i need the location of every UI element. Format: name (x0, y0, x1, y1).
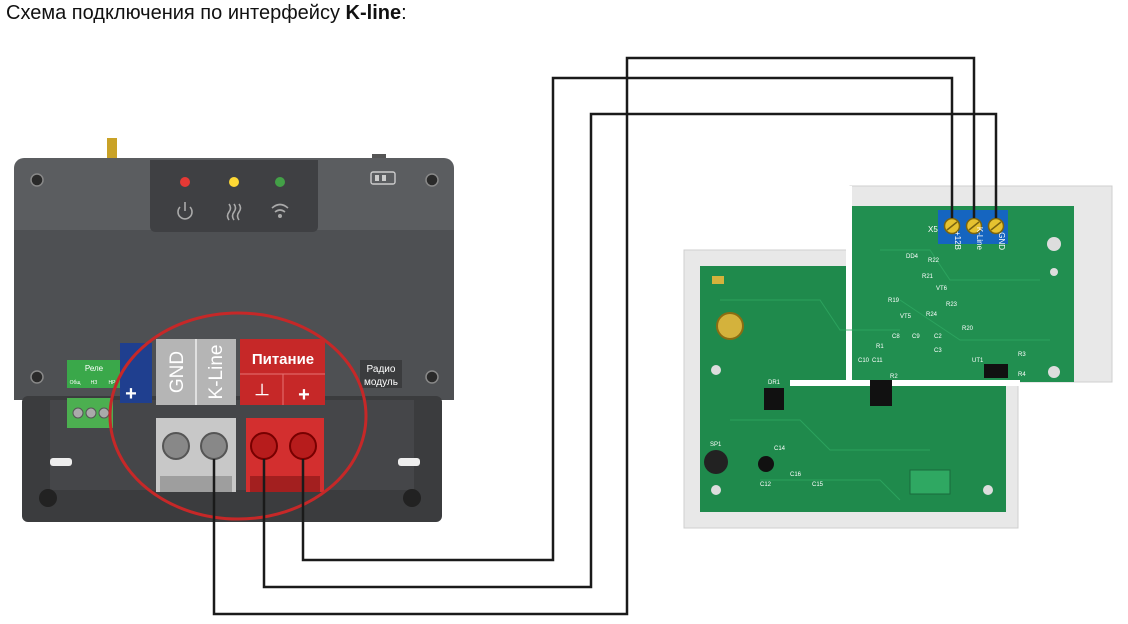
gnd-screw (162, 432, 190, 460)
pin-label-kline: K-Line (975, 227, 984, 251)
controller-device: Реле Общ НЗ НР + GND K-Line Питание ┴ + … (14, 138, 454, 522)
component-label: VT6 (936, 286, 948, 292)
component-label: VT5 (900, 314, 912, 320)
component-label: C8 (892, 334, 900, 340)
screw-icon (30, 173, 44, 187)
component-label: R4 (1018, 372, 1026, 378)
chip-icon (764, 388, 784, 410)
component-label: C2 (934, 334, 942, 340)
wire-kline (212, 56, 976, 616)
buzzer-icon (704, 450, 728, 474)
battery-icon (370, 171, 396, 185)
slot-right (398, 458, 420, 466)
radio-label-2: модуль (364, 377, 398, 388)
red-led (180, 177, 190, 187)
screw-icon (425, 173, 439, 187)
component-label: C11 (872, 358, 883, 364)
relay-label-box (67, 360, 121, 388)
pin-label-gnd: GND (997, 232, 1006, 250)
slot-left (50, 458, 72, 466)
highlight-ring (108, 311, 368, 521)
component-label: R23 (946, 302, 958, 308)
title-bold: K-line (345, 2, 402, 24)
relay-label: Реле (85, 364, 104, 373)
component-label: C12 (760, 482, 772, 488)
chip-icon (870, 380, 892, 406)
component-label: R22 (928, 258, 940, 264)
led-panel (150, 160, 318, 232)
foot-left (39, 489, 57, 507)
component-label: DD4 (906, 254, 919, 260)
connector-label: X5 (928, 225, 938, 234)
wire-gnd (262, 112, 998, 589)
power-plus-screw (289, 432, 317, 460)
component-label: R21 (922, 274, 934, 280)
component-label: R19 (888, 298, 900, 304)
relay-pin-label: Общ (70, 380, 81, 386)
power-icon (177, 202, 193, 220)
foot-right (403, 489, 421, 507)
relay-pin-label: НР (109, 380, 117, 386)
mount-hole (1047, 237, 1061, 251)
component-label: SP1 (710, 442, 722, 448)
screws (30, 173, 439, 384)
green-led (275, 177, 285, 187)
component-label: C9 (912, 334, 920, 340)
wifi-icon (271, 203, 289, 219)
wires (212, 56, 998, 616)
power-ground-screw (250, 432, 278, 460)
antenna-icon (107, 138, 117, 162)
connector-pad (909, 469, 951, 495)
plus-label: + (125, 383, 137, 405)
chip-icon (984, 364, 1008, 378)
screw-icon (425, 370, 439, 384)
battery-cell-icon (716, 312, 744, 340)
radio-module-box (360, 360, 402, 388)
component-label: R1 (876, 344, 884, 350)
component-label: C16 (790, 472, 802, 478)
kline-screw (200, 432, 228, 460)
component-label: UT1 (972, 358, 984, 364)
power-plus-label: + (298, 384, 310, 406)
power-ground-label: ┴ (255, 383, 269, 404)
kline-label: K-Line (206, 345, 227, 400)
component-label: C10 (858, 358, 870, 364)
component-label: C15 (812, 482, 824, 488)
diagram-title: Схема подключения по интерфейсу K-line: (6, 2, 407, 25)
component-label: R3 (1018, 352, 1026, 358)
capacitor-icon (758, 456, 774, 472)
pin-label-12v: +12В (953, 231, 962, 250)
component-label: C14 (774, 446, 786, 452)
yellow-led (229, 177, 239, 187)
component-label: C3 (934, 348, 942, 354)
component-label: DR1 (768, 380, 781, 386)
component-label: R24 (926, 312, 938, 318)
heating-icon (226, 203, 242, 221)
relay-pin-label: НЗ (91, 380, 98, 386)
gnd-label: GND (167, 351, 188, 393)
screw-icon (30, 370, 44, 384)
power-label: Питание (252, 351, 314, 368)
title-prefix: Схема подключения по интерфейсу (6, 2, 346, 24)
radio-label-1: Радио (367, 364, 396, 375)
component-label: R20 (962, 326, 974, 332)
component-label: R2 (890, 374, 898, 380)
wire-12v (301, 76, 954, 562)
pcb-board-device: DD4 R22 R21 VT6 R19 R23 R24 VT5 C8 C9 R2… (683, 185, 1113, 529)
title-suffix: : (401, 2, 407, 24)
